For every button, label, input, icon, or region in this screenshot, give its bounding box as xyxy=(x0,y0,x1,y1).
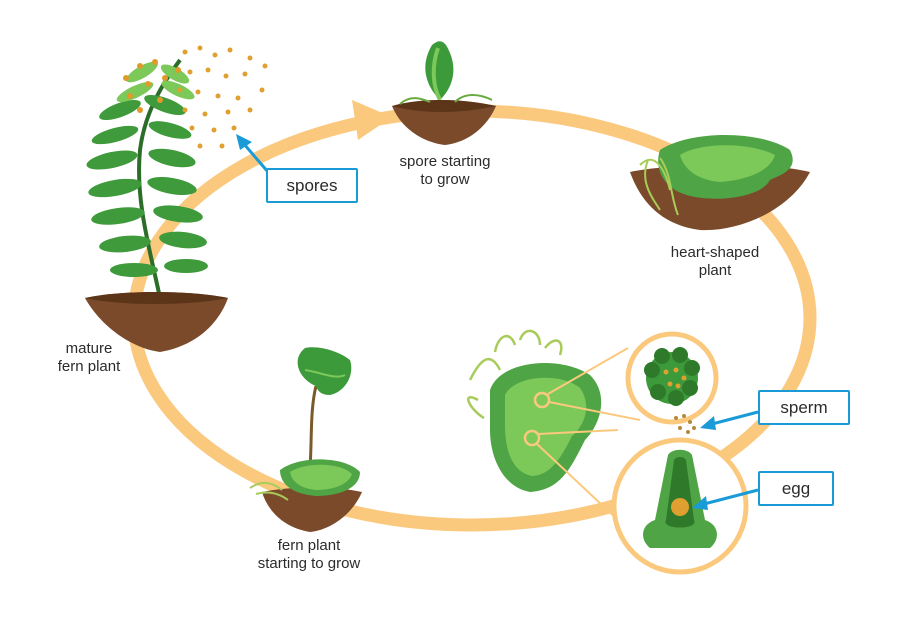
label-young-fern-line2: starting to grow xyxy=(257,555,361,572)
label-spore-growing: spore starting to grow xyxy=(380,153,510,189)
callout-spores: spores xyxy=(266,168,358,203)
label-young-fern-line1: fern plant xyxy=(277,537,341,554)
label-mature-fern: mature fern plant xyxy=(34,340,144,376)
label-mature-fern-line1: mature xyxy=(65,340,113,357)
label-young-fern: fern plant starting to grow xyxy=(234,537,384,573)
young-fern-illustration xyxy=(249,347,362,532)
label-heart-shaped-line1: heart-shaped xyxy=(670,244,760,261)
label-spore-growing-line2: to grow xyxy=(420,171,470,188)
antheridium-zoom xyxy=(625,331,719,425)
archegonium-marker xyxy=(523,429,541,447)
egg-pointer-arrow xyxy=(692,488,759,510)
label-spore-growing-line1: spore starting xyxy=(399,153,491,170)
callout-sperm: sperm xyxy=(758,390,850,425)
spores-pointer-arrow xyxy=(236,134,270,173)
mature-fern-illustration xyxy=(85,58,228,352)
label-heart-shaped-line2: plant xyxy=(698,262,732,279)
sprouting-spore-illustration xyxy=(392,41,496,145)
archegonium-zoom xyxy=(611,437,749,575)
egg-cell xyxy=(671,498,689,516)
enlarged-gametophyte-illustration xyxy=(467,329,641,521)
label-mature-fern-line2: fern plant xyxy=(57,358,121,375)
antheridium-marker xyxy=(533,391,551,409)
cycle-arrowhead xyxy=(352,100,392,140)
label-heart-shaped: heart-shaped plant xyxy=(650,244,780,280)
callout-egg: egg xyxy=(758,471,834,506)
sperm-pointer-arrow xyxy=(700,410,759,430)
heart-shaped-plant-illustration xyxy=(630,135,810,231)
spore-cloud xyxy=(177,45,268,149)
